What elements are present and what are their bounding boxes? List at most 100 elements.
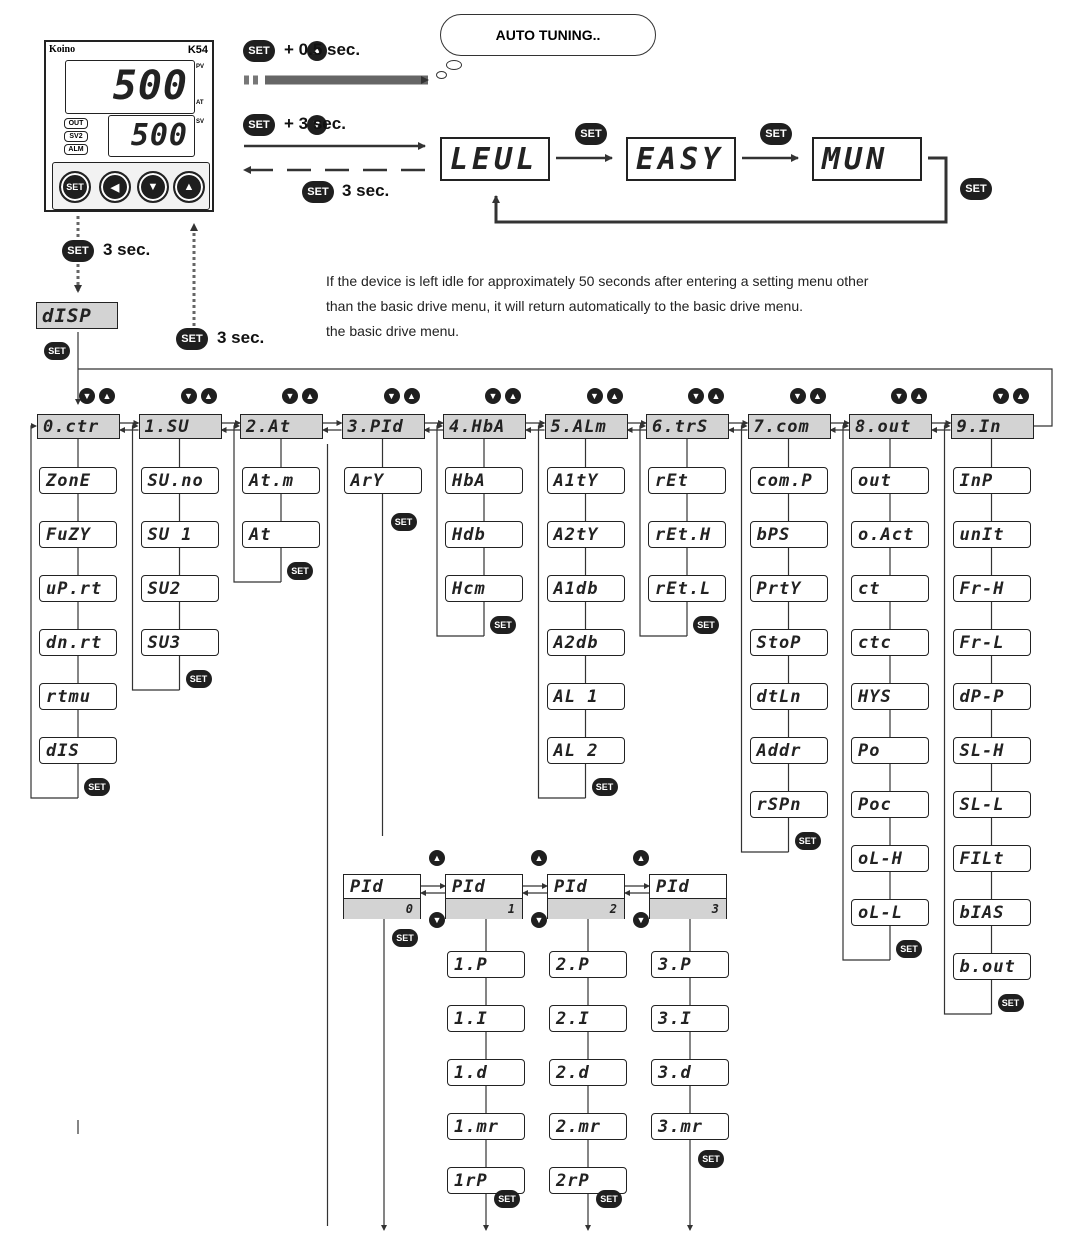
menu-item: InP [953,467,1031,494]
pid-item: 3.mr [651,1113,729,1140]
up-arrow-icon: ▲ [708,388,724,404]
menu-item: b.out [953,953,1031,980]
pv-tag: PV [196,64,204,70]
menu-item: Fr-L [953,629,1031,656]
menu-item: rEt.H [648,521,726,548]
menu-header: 8.out [849,414,932,439]
down-arrow-icon: ▼ [429,912,445,928]
menu-item: ct [851,575,929,602]
menu-item: rEt.L [648,575,726,602]
pid-item: 3.d [651,1059,729,1086]
pid-group-header: PId1 [445,874,523,919]
down-arrow-icon: ▼ [384,388,400,404]
set-key-icon: SET [575,123,607,145]
pid-item: 2.mr [549,1113,627,1140]
menu-header: 5.ALm [545,414,628,439]
menu-item: Fr-H [953,575,1031,602]
idle-note-line-3: the basic drive menu. [326,323,459,339]
pid-group-index: 0 [344,898,420,919]
pid-group-title: PId [548,875,624,898]
out-indicator: OUT [64,118,88,129]
down-arrow-icon: ▼ [633,912,649,928]
loop-back-line [234,426,281,582]
menu-item: Hdb [445,521,523,548]
set-key[interactable]: SET [59,171,91,203]
menu-header: 0.ctr [37,414,120,439]
at-tag: AT [196,100,204,106]
pv-value: 500 [113,63,188,109]
menu-item: A1db [547,575,625,602]
menu-item: SL-L [953,791,1031,818]
menu-item: Po [851,737,929,764]
set-key-icon: SET [596,1190,622,1208]
pid-item: 1.I [447,1005,525,1032]
up-arrow-icon: ▲ [302,388,318,404]
autotune-combo-label: + 0.5 sec. [284,40,360,60]
menu-item: SU3 [141,629,219,656]
level-combo-label: + 3 sec. [284,114,346,134]
menu-header: 7.com [748,414,831,439]
autotune-bubble: AUTO TUNING.. [440,14,656,56]
menu-header: 9.In [951,414,1034,439]
menu-item: FILt [953,845,1031,872]
level-menu-leul: LEUL [440,137,550,181]
set-key-icon: SET [490,616,516,634]
menu-item: rSPn [750,791,828,818]
up-arrow-icon: ▲ [201,388,217,404]
pid-group-title: PId [650,875,726,898]
pid-group-header: PId0 [343,874,421,919]
set-key-icon: SET [760,123,792,145]
thought-puff-icon [446,60,462,70]
down-arrow-icon: ▼ [79,388,95,404]
display-menu-disp: dISP [36,302,118,329]
sv-tag: SV [196,119,204,125]
down-arrow-icon: ▼ [531,912,547,928]
menu-item: HYS [851,683,929,710]
menu-item: out [851,467,929,494]
set-key-icon: SET [302,181,334,203]
up-arrow-icon: ▲ [1013,388,1029,404]
keypad: SET ◀ ▼ ▲ [52,162,210,210]
pid-item: 2.d [549,1059,627,1086]
sv-display: 500 [108,115,195,157]
menu-item: Addr [750,737,828,764]
menu-item: At.m [242,467,320,494]
pid-item: 1.P [447,951,525,978]
down-arrow-icon: ▼ [282,388,298,404]
menu-item: SU.no [141,467,219,494]
menu-item: dn.rt [39,629,117,656]
set-key-icon: SET [176,328,208,350]
down-arrow-icon: ▼ [993,388,1009,404]
menu-item: oL-H [851,845,929,872]
menu-item: unIt [953,521,1031,548]
down-key[interactable]: ▼ [137,171,169,203]
set-key-icon: SET [960,178,992,200]
up-time-label: 3 sec. [217,328,264,348]
pid-item: 1.mr [447,1113,525,1140]
menu-item: A1tY [547,467,625,494]
menu-header: 6.trS [646,414,729,439]
set-key-icon: SET [243,40,275,62]
alm-indicator: ALM [64,144,88,155]
menu-item: rtmu [39,683,117,710]
set-key-icon: SET [698,1150,724,1168]
up-arrow-icon: ▲ [531,850,547,866]
level-menu-mun: MUN [812,137,922,181]
menu-item: ctc [851,629,929,656]
menu-item: oL-L [851,899,929,926]
up-arrow-icon: ▲ [99,388,115,404]
menu-item: bIAS [953,899,1031,926]
menu-item: A2tY [547,521,625,548]
set-key-icon: SET [392,929,418,947]
menu-item: PrtY [750,575,828,602]
menu-item: SU 1 [141,521,219,548]
menu-item: dIS [39,737,117,764]
left-key[interactable]: ◀ [99,171,131,203]
menu-item: AL 2 [547,737,625,764]
menu-item: dP-P [953,683,1031,710]
return-time-label: 3 sec. [342,181,389,201]
set-key-icon: SET [44,342,70,360]
idle-note-line-2: than the basic drive menu, it will retur… [326,298,803,314]
up-arrow-icon: ▲ [607,388,623,404]
up-key[interactable]: ▲ [173,171,205,203]
